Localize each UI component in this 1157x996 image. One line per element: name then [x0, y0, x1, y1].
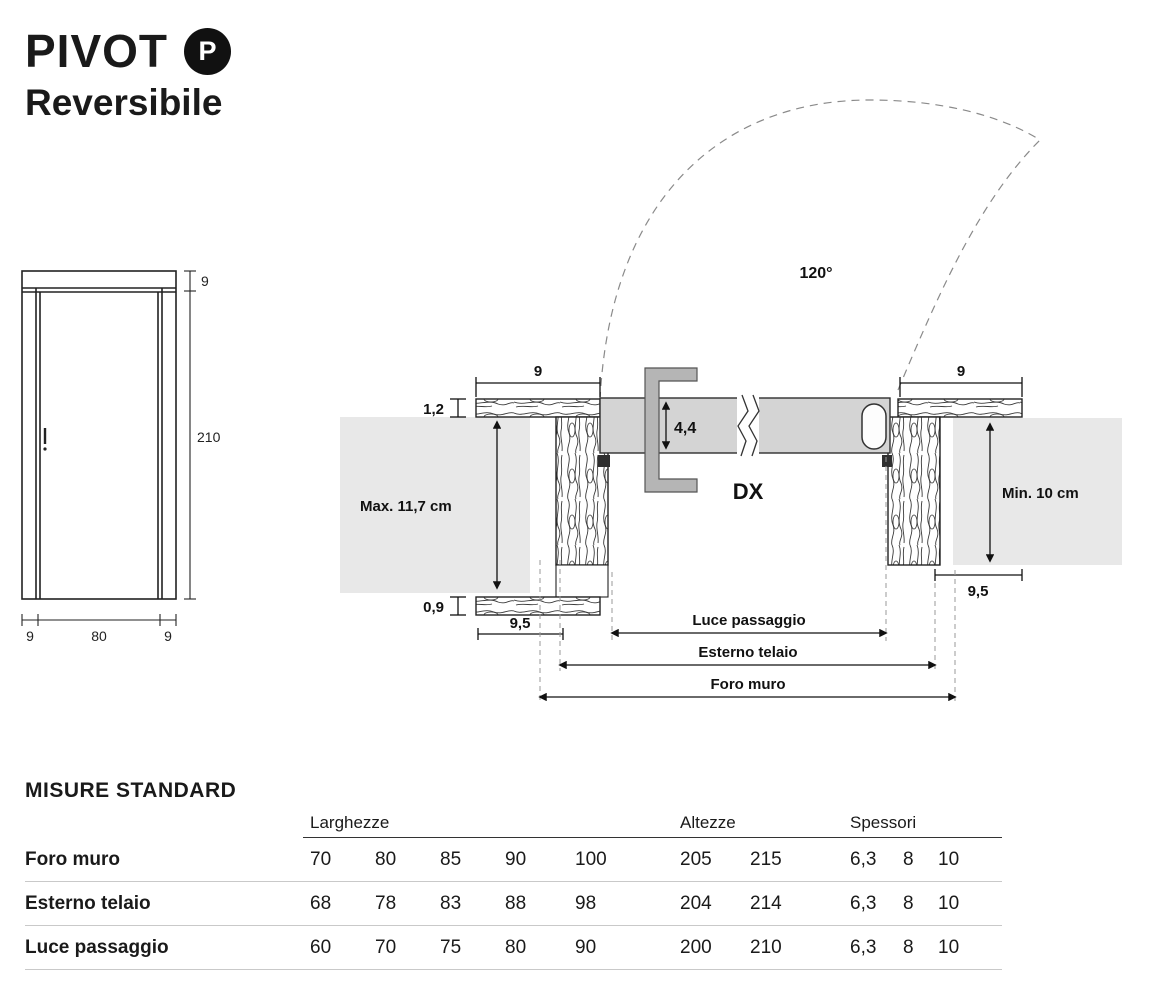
table-cell: 10: [938, 936, 960, 958]
table-cell: 6,3: [850, 936, 877, 958]
dim-bottom-left-label: 9: [26, 628, 34, 644]
dim-4-4-label: 4,4: [674, 420, 696, 437]
table-cell: 8: [903, 848, 914, 870]
row-label: Foro muro: [25, 848, 120, 870]
table-cell: 88: [505, 892, 527, 914]
table-cell: 214: [750, 892, 782, 914]
door-plan-drawing: 120°: [340, 99, 1122, 703]
dim-architrave-thickness-top: 1,2: [423, 398, 466, 418]
dim-architrave-width-right: 9: [899, 363, 1023, 397]
table-cell: 80: [375, 848, 397, 870]
col-group-altezze: Altezze: [680, 812, 736, 832]
dim-luce-passaggio: Luce passaggio: [610, 612, 888, 638]
table-cell: 10: [938, 848, 960, 870]
table-cell: 200: [680, 936, 712, 958]
door-handle-icon: [43, 428, 47, 451]
table-cell: 98: [575, 892, 597, 914]
dim-top-frame-label: 9: [201, 273, 209, 289]
table-cell: 10: [938, 892, 960, 914]
table-cell: 80: [505, 936, 527, 958]
wall-right: [953, 418, 1122, 565]
hand-label: DX: [733, 479, 764, 504]
door-swing-arc: [599, 99, 1041, 401]
table-cell: 8: [903, 936, 914, 958]
table-cell: 68: [310, 892, 332, 914]
swing-angle-label: 120°: [799, 265, 832, 282]
dim-9-5-right-label: 9,5: [968, 583, 989, 600]
dim-architrave-thickness-bottom: 0,9: [423, 596, 466, 616]
col-group-spessori: Spessori: [850, 812, 917, 832]
dim-height-label: 210: [197, 429, 221, 445]
break-symbol-icon: [737, 394, 760, 457]
dim-9-5-left-label: 9,5: [510, 615, 531, 632]
table-cell: 6,3: [850, 848, 877, 870]
wall-max-label: Max. 11,7 cm: [360, 498, 452, 515]
dim-0-9-label: 0,9: [423, 599, 444, 616]
table-cell: 85: [440, 848, 462, 870]
dim-bottom-right-label: 9: [164, 628, 172, 644]
table-cell: 70: [375, 936, 397, 958]
elevation-dimensions: 9 210 9 80 9: [21, 270, 221, 644]
standard-measures-section: MISURE STANDARD Larghezze Altezze Spesso…: [25, 779, 1002, 970]
dim-door-thickness: 4,4: [661, 401, 696, 450]
table-header-row: Larghezze Altezze Spessori: [25, 807, 1002, 838]
row-label: Esterno telaio: [25, 892, 151, 914]
door-front-outline: [21, 270, 177, 600]
right-jamb: [887, 398, 1023, 566]
dim-foro-muro: Foro muro: [538, 676, 957, 702]
title-row: PIVOT P: [25, 24, 232, 78]
right-jamb-stop-detail: [882, 455, 892, 467]
table-cell: 83: [440, 892, 462, 914]
esterno-telaio-label: Esterno telaio: [698, 644, 797, 661]
dim-esterno-telaio: Esterno telaio: [558, 644, 937, 670]
table-cell: 60: [310, 936, 332, 958]
dim-frame-depth-right: 9,5: [934, 569, 1023, 600]
table-cell: 6,3: [850, 892, 877, 914]
col-group-larghezze: Larghezze: [310, 812, 390, 832]
dim-9-right-label: 9: [957, 363, 965, 380]
table-cell: 70: [310, 848, 332, 870]
table-cell: 75: [440, 936, 462, 958]
badge-letter: P: [198, 35, 217, 66]
table-cell: 90: [575, 936, 597, 958]
wall-min-label: Min. 10 cm: [1002, 485, 1079, 502]
dim-wall-max: Max. 11,7 cm: [360, 420, 502, 590]
door-elevation-drawing: 9 210 9 80 9: [21, 270, 221, 644]
row-label: Luce passaggio: [25, 936, 169, 958]
dim-1-2-label: 1,2: [423, 401, 444, 418]
table-row-luce-passaggio: Luce passaggio 60 70 75 80 90 200 210 6,…: [25, 926, 1002, 970]
left-jamb-stop-detail: [598, 455, 610, 467]
product-subtitle: Reversibile: [25, 82, 223, 123]
measures-table: Larghezze Altezze Spessori Foro muro 70 …: [25, 807, 1002, 970]
table-cell: 8: [903, 892, 914, 914]
table-row-foro-muro: Foro muro 70 80 85 90 100 205 215 6,3 8 …: [25, 838, 1002, 882]
table-cell: 78: [375, 892, 397, 914]
product-badge: P: [184, 27, 232, 75]
table-cell: 210: [750, 936, 782, 958]
dim-frame-depth-left: 9,5: [477, 615, 564, 640]
table-cell: 100: [575, 848, 607, 870]
foro-muro-label: Foro muro: [711, 676, 786, 693]
pivot-capsule: [861, 403, 887, 450]
product-title: PIVOT: [25, 25, 169, 77]
header: PIVOT P Reversibile: [25, 24, 232, 124]
table-cell: 205: [680, 848, 712, 870]
table-cell: 215: [750, 848, 782, 870]
dim-architrave-width-left: 9: [475, 363, 601, 397]
table-row-esterno-telaio: Esterno telaio 68 78 83 88 98 204 214 6,…: [25, 882, 1002, 926]
dim-wall-min: Min. 10 cm: [985, 422, 1079, 563]
door-open-position-arc: [897, 139, 1041, 391]
table-cell: 90: [505, 848, 527, 870]
measures-title: MISURE STANDARD: [25, 779, 237, 802]
dim-9-left-label: 9: [534, 363, 542, 380]
luce-passaggio-label: Luce passaggio: [692, 612, 805, 629]
dim-bottom-center-label: 80: [91, 628, 107, 644]
pivot-hinge-bracket: [644, 367, 698, 493]
table-cell: 204: [680, 892, 712, 914]
